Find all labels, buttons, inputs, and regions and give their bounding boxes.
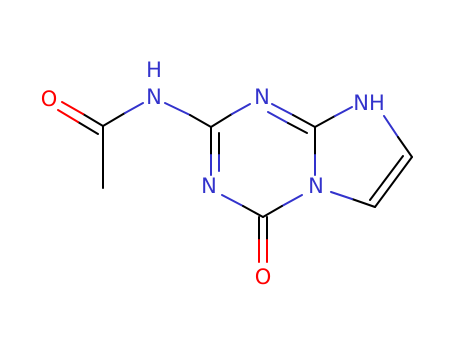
atom-labels: O H N N NH N N O (41, 58, 385, 289)
bond-ntop-c8a-2 (267, 111, 289, 124)
bond-nh-c2-b (189, 114, 212, 128)
atom-n-top: N (254, 85, 270, 109)
atom-o-acetyl: O (41, 87, 58, 111)
atom-nh-amide-h: H (146, 58, 162, 82)
bond-carbonyl-nh-b (124, 102, 144, 114)
atom-nh-amide-n: N (146, 85, 162, 109)
bond-nh-c7 (383, 115, 399, 138)
atom-n-left: N (201, 174, 217, 198)
bond-nleft-c4 (221, 194, 244, 207)
bond-acetyl-c-o-1b (61, 101, 84, 115)
bond-nbridge-c4 (281, 194, 303, 207)
bond-c2-ntop (210, 113, 233, 128)
bond-c2-ntop-b (231, 103, 251, 115)
bond-carbonyl-nh (102, 112, 126, 127)
bond-c8a-nh (314, 115, 336, 128)
bond-c7-c6-1 (374, 156, 413, 208)
bond-ntop-c8a-1b (292, 114, 316, 128)
atom-o-carbonyl: O (255, 265, 272, 289)
bond-nleft-c4-b (242, 205, 264, 218)
bond-acetyl-c-o-2b (57, 109, 79, 123)
bond-acetyl-c-o-1 (82, 113, 104, 127)
bond-c6-nbridge (351, 198, 376, 208)
bond-acetyl-c-o-2 (77, 121, 99, 135)
bond-c8a-nh-b (334, 106, 353, 117)
atom-nh-ring: NH (353, 91, 385, 115)
bond-ntop-c8a-2b (287, 122, 308, 134)
bond-c7-c6-2 (369, 155, 404, 201)
bond-nh-c7-b (397, 136, 413, 158)
bond-c6-nbridge-b (330, 191, 353, 200)
bonds (57, 101, 413, 263)
bond-ntop-c8a-1 (271, 103, 294, 116)
bond-nbridge-c4-b (262, 205, 283, 218)
atom-n-bridge: N (308, 174, 324, 198)
bond-nh-c2 (164, 102, 191, 116)
